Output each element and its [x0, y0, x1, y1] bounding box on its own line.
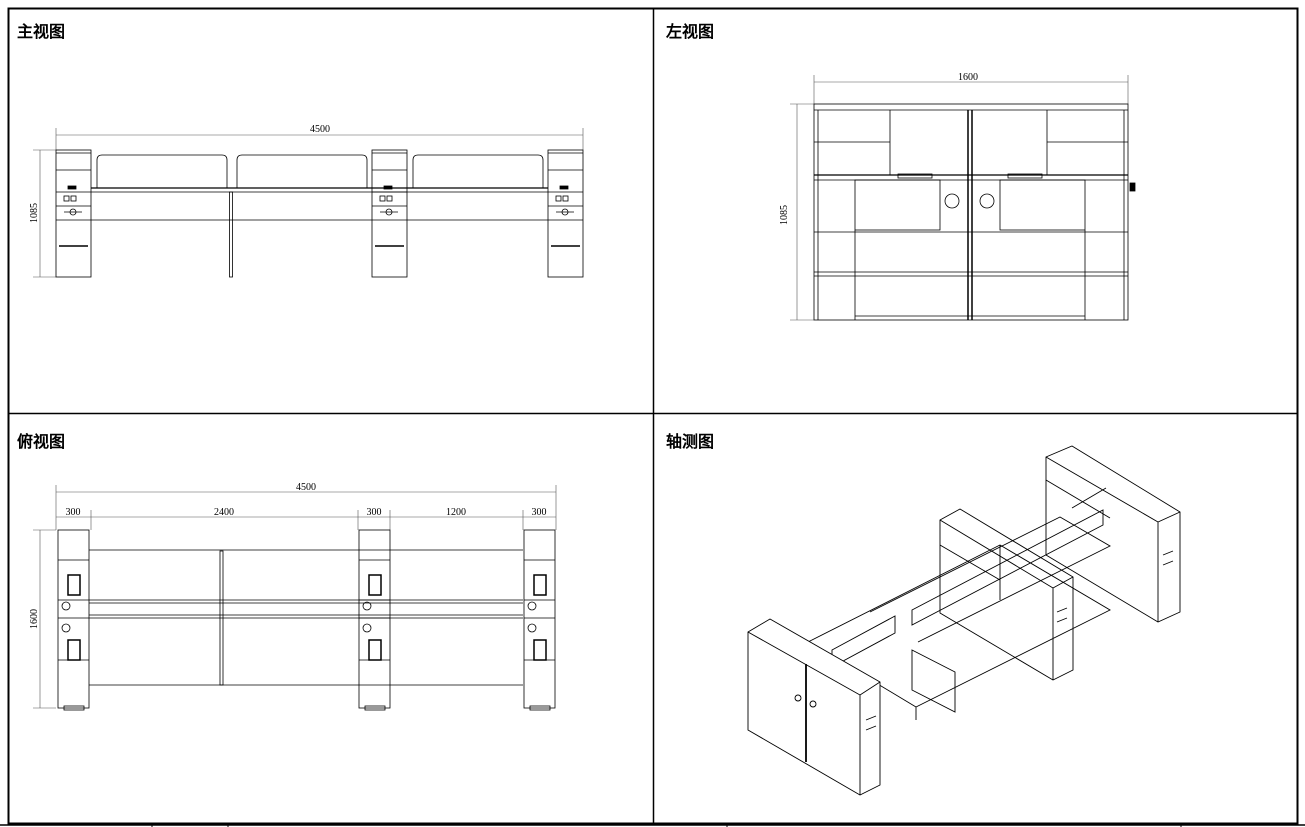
- top-desk: [89, 549, 523, 686]
- left-width-dim: 1600: [958, 72, 978, 83]
- top-segment-dim: 300: [532, 507, 547, 518]
- front-height-dim: 1085: [29, 203, 40, 223]
- top-depth-dim: 1600: [29, 609, 40, 629]
- top-segment-dim: 300: [367, 507, 382, 518]
- top-segment-dim: 300: [66, 507, 81, 518]
- top-view-title: 俯视图: [17, 432, 66, 451]
- iso-view-title: 轴测图: [666, 432, 715, 451]
- top-segment-dim: 2400: [214, 507, 234, 518]
- front-view-title: 主视图: [17, 22, 66, 41]
- front-cabinets: [55, 149, 584, 278]
- top-segment-dim: 1200: [446, 507, 466, 518]
- front-width-dim: 4500: [310, 124, 330, 135]
- isometric-view-drawing: [747, 445, 1181, 796]
- left-view-drawing: 1600 1085: [779, 72, 1136, 321]
- front-dimension-lines: [33, 128, 584, 278]
- front-desk: [91, 154, 548, 278]
- top-cabinets: [57, 529, 556, 711]
- top-total-dim: 4500: [296, 482, 316, 493]
- sheet-frame: [0, 7, 1305, 827]
- left-dimension-lines: [790, 75, 1129, 321]
- top-dimension-lines: [33, 485, 557, 709]
- front-view-drawing: 4500 1085: [29, 124, 584, 278]
- left-height-dim: 1085: [779, 205, 790, 225]
- left-view-title: 左视图: [666, 22, 715, 41]
- top-view-drawing: 4500 300 2400 300 1200 300 1600: [29, 482, 557, 711]
